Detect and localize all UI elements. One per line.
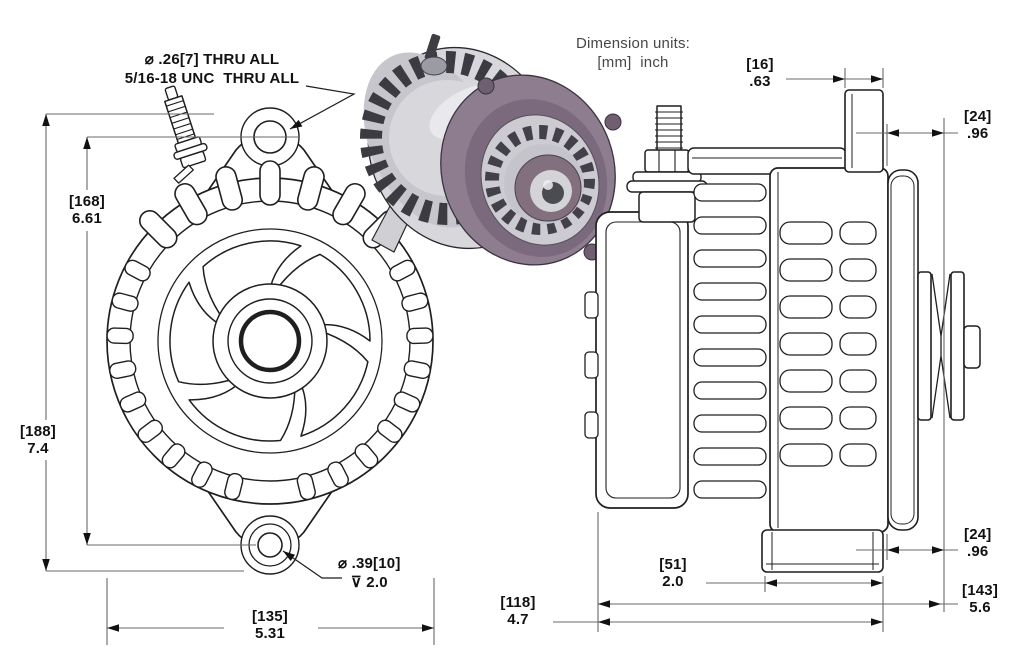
callout-bottom-hole-line2: ⊽ 2.0	[350, 574, 388, 591]
rear-cover-tab	[584, 351, 599, 379]
front-view	[106, 85, 434, 575]
ext-lines-front	[46, 113, 435, 645]
side-view	[584, 89, 981, 573]
leader-top-hole	[289, 85, 356, 130]
dim-pulley-bottom-label: [24] .96	[964, 526, 992, 560]
dimension-graphics	[45, 68, 958, 645]
cooling-fan	[133, 209, 385, 470]
dim-front-width-label: [135] 5.31	[251, 608, 289, 642]
iso-rear-vents	[485, 125, 595, 235]
rear-cover-tab	[584, 291, 599, 319]
iso-bolt-ear	[477, 77, 495, 95]
side-stud	[626, 105, 708, 223]
dim-overall-length-label: [143] 5.6	[962, 582, 999, 616]
units-note-title: Dimension units:	[575, 35, 691, 52]
callout-bottom-hole-line1: ⌀ .39[10]	[338, 555, 401, 572]
dim-case-length-label: [118] 4.7	[500, 594, 536, 628]
callout-top-hole-line2: 5/16-18 UNC THRU ALL	[124, 70, 300, 87]
bottom-mount-hole	[257, 532, 283, 558]
shaft-nut	[963, 325, 981, 369]
leader-bottom-hole	[282, 550, 342, 579]
rear-cover-tab	[584, 411, 599, 439]
side-top-ear	[844, 89, 884, 173]
isometric-render	[360, 33, 622, 266]
units-note: Dimension units: [mm] inch	[576, 34, 690, 72]
dim-ear-width-label: [16] .63	[746, 56, 774, 90]
dim-overall-height-label: [188] 7.4	[19, 423, 57, 457]
iso-bolt-ear	[604, 113, 622, 131]
callout-bottom-hole: ⌀ .39[10] ⊽ 2.0	[338, 554, 401, 592]
units-note-detail: [mm] inch	[597, 54, 669, 71]
rear-fins	[693, 183, 767, 499]
leader-lines	[282, 85, 356, 579]
callout-top-hole-line1: ⌀ .26[7] THRU ALL	[144, 51, 280, 68]
dim-hole-spacing-label: [168] 6.61	[68, 193, 106, 227]
dim-foot-width-label: [51] 2.0	[659, 556, 687, 590]
callout-top-hole: ⌀ .26[7] THRU ALL 5/16-18 UNC THRU ALL	[125, 50, 300, 88]
mounting-foot	[761, 529, 884, 573]
front-stud	[164, 85, 208, 184]
side-vent-slots	[779, 221, 877, 467]
iso-stud	[420, 33, 448, 76]
dim-pulley-top-label: [24] .96	[964, 108, 992, 142]
pulley	[917, 271, 981, 421]
